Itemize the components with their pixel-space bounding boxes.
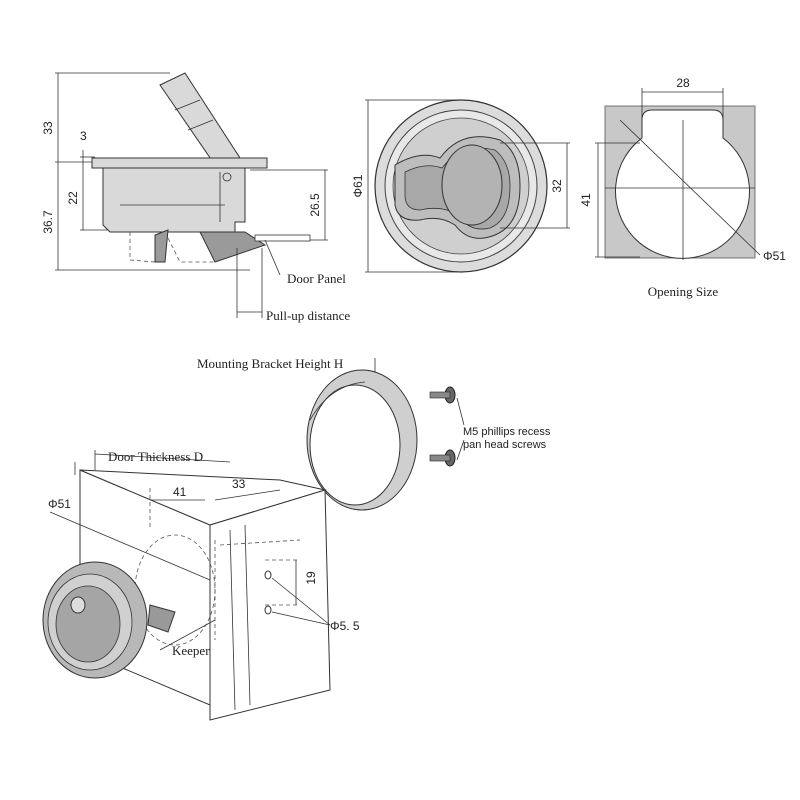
door-thickness-label: Door Thickness D <box>108 449 203 464</box>
screw-bottom-icon <box>429 449 456 467</box>
handle-grip <box>441 144 503 226</box>
exploded-dim-19-label: 19 <box>304 571 318 585</box>
dim-22-label: 22 <box>66 191 80 205</box>
opening-cutout <box>615 109 750 259</box>
flange <box>91 157 268 169</box>
opening-size-caption: Opening Size <box>648 284 719 299</box>
dim-33-label: 33 <box>41 121 55 135</box>
dim-32-label: 32 <box>550 179 564 193</box>
door-panel-label: Door Panel <box>287 271 346 286</box>
latch-body <box>102 167 246 233</box>
exploded-dim-33-label: 33 <box>232 477 246 491</box>
exploded-dim-5-5-label: Φ5. 5 <box>330 619 360 633</box>
exploded-dim-41-label: 41 <box>173 485 187 499</box>
screw-top-icon <box>429 386 456 404</box>
dim-61-label: Φ61 <box>351 174 365 197</box>
exploded-dim-51-label: Φ51 <box>48 497 71 511</box>
screws-label-1: M5 phillips recess <box>463 426 551 438</box>
raised-handle <box>159 72 241 166</box>
dim-28-label: 28 <box>676 76 690 90</box>
pull-up-label: Pull-up distance <box>266 308 350 323</box>
exploded-view: Mounting Bracket Height H M5 phillips re… <box>42 356 551 721</box>
side-view: 33 36.7 3 22 26.5 Door Panel Pull-up dis… <box>41 72 350 323</box>
front-view: Φ61 32 <box>351 99 570 273</box>
screws-label-2: pan head screws <box>463 439 547 451</box>
latch-tongue <box>199 231 267 263</box>
dim-36-7-label: 36.7 <box>41 210 55 234</box>
bracket-height-label: Mounting Bracket Height H <box>197 356 343 371</box>
dim-26-5-label: 26.5 <box>308 193 322 217</box>
opening-view: 28 41 Φ51 Opening Size <box>579 76 786 299</box>
keeper-label: Keeper <box>172 643 210 658</box>
dim-41-label: 41 <box>579 193 593 207</box>
dim-51-label: Φ51 <box>763 249 786 263</box>
dim-3-label: 3 <box>80 129 87 143</box>
